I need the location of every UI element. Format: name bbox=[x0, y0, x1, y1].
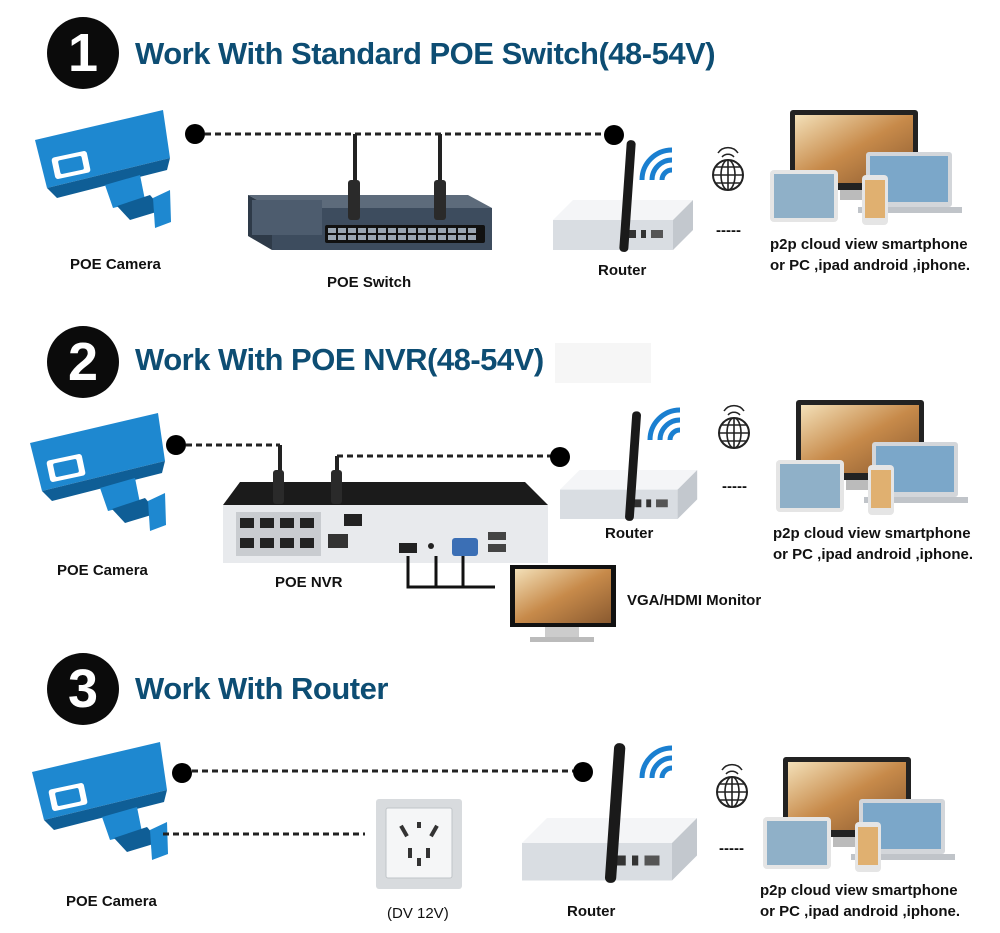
section3-dashes: ----- bbox=[719, 840, 744, 857]
section1-camera-label: POE Camera bbox=[70, 256, 161, 273]
section2-nvr-label: POE NVR bbox=[275, 574, 343, 591]
section2-number-badge: 2 bbox=[47, 326, 119, 398]
section1-router-icon bbox=[553, 139, 693, 253]
section1-heading: Work With Standard POE Switch(48-54V) bbox=[135, 36, 716, 71]
section1-cloud-text-line2: or PC ,ipad android ,iphone. bbox=[770, 257, 971, 274]
section3-globe-icon bbox=[716, 763, 748, 808]
section2-globe-icon bbox=[718, 404, 750, 449]
section2-poe-nvr-icon bbox=[223, 470, 548, 563]
section3-number-badge: 3 bbox=[47, 653, 119, 725]
section2-camera-label: POE Camera bbox=[57, 562, 148, 579]
section2-dashes: ----- bbox=[722, 478, 747, 495]
section1-devices-icon bbox=[770, 110, 962, 225]
section1-switch-label: POE Switch bbox=[327, 274, 412, 291]
section2-cloud-text-line2: or PC ,ipad android ,iphone. bbox=[773, 546, 974, 563]
section2-cloud-text-line1: p2p cloud view smartphone bbox=[773, 525, 971, 542]
section3-cloud-text-line1: p2p cloud view smartphone bbox=[760, 882, 958, 899]
section3-camera-icon bbox=[32, 742, 168, 860]
section2-camera-icon bbox=[30, 413, 166, 531]
section1-dashes: ----- bbox=[716, 222, 741, 239]
section2-router-icon bbox=[560, 411, 698, 522]
section2-monitor-icon bbox=[510, 565, 616, 642]
section3-power-socket-icon bbox=[376, 799, 462, 889]
section1-globe-icon bbox=[712, 146, 744, 191]
section3-devices-icon bbox=[763, 757, 955, 872]
section2-devices-icon bbox=[776, 400, 968, 515]
section2-wifi-icon bbox=[650, 410, 680, 440]
section3-camera-label: POE Camera bbox=[66, 893, 157, 910]
section2-heading: Work With POE NVR(48-54V) bbox=[135, 342, 544, 377]
section3-wifi-icon bbox=[642, 748, 672, 778]
section2-monitor-label: VGA/HDMI Monitor bbox=[627, 592, 762, 609]
section3-socket-label: (DV 12V) bbox=[387, 905, 449, 922]
section1-cloud-text-line1: p2p cloud view smartphone bbox=[770, 236, 968, 253]
blank-box bbox=[555, 343, 651, 383]
section3-router-icon bbox=[522, 742, 697, 884]
section3-cloud-text-line2: or PC ,ipad android ,iphone. bbox=[760, 903, 961, 920]
section1-camera-icon bbox=[35, 110, 171, 228]
section3-router-label: Router bbox=[567, 903, 616, 920]
section1-poe-switch-icon bbox=[248, 180, 492, 250]
section1-router-label: Router bbox=[598, 262, 647, 279]
section3-heading: Work With Router bbox=[135, 671, 388, 706]
section2-router-label: Router bbox=[605, 525, 654, 542]
section1-wifi-icon bbox=[642, 150, 672, 180]
section1-number-badge: 1 bbox=[47, 17, 119, 89]
